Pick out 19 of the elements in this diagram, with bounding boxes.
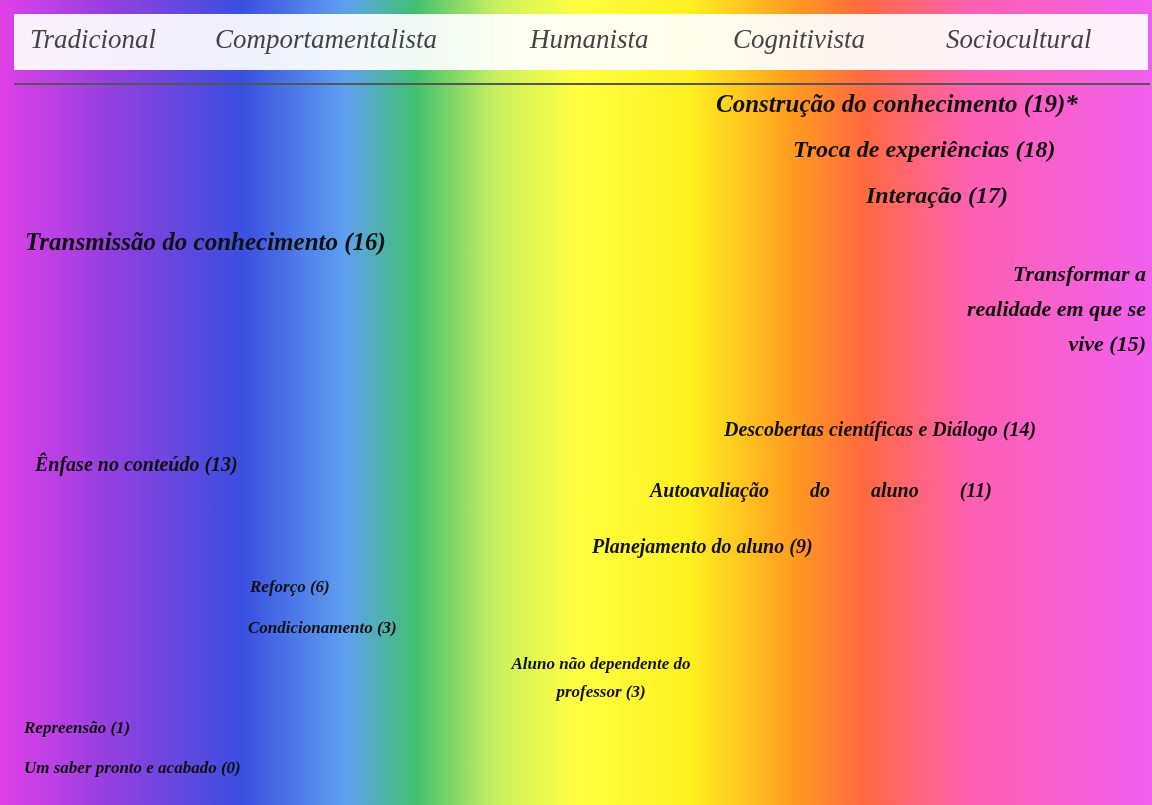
concept-label: Transformar a realidade em que se vive (15) (965, 260, 1146, 358)
concept-label: Troca de experiências (18) (793, 136, 1056, 164)
column-heading: Cognitivista (733, 24, 865, 56)
concept-label: Um saber pronto e acabado (0) (24, 758, 241, 778)
concept-label: Repreensão (1) (24, 718, 131, 738)
concept-label: Transmissão do conhecimento (16) (25, 228, 386, 257)
column-heading: Tradicional (30, 24, 157, 56)
concept-label: Planejamento do aluno (9) (592, 535, 813, 558)
column-heading: Sociocultural (946, 24, 1092, 56)
concept-label: Descobertas científicas e Diálogo (14) (724, 418, 1037, 441)
concept-label: Aluno não dependente do professor (3) (509, 653, 692, 703)
column-heading: Comportamentalista (215, 24, 437, 56)
concept-label: Condicionamento (3) (248, 618, 397, 638)
column-heading: Humanista (530, 24, 649, 56)
concept-label: Autoavaliação do aluno (11) (650, 479, 992, 502)
concept-label: Construção do conhecimento (19)* (716, 90, 1078, 119)
concept-label: Reforço (6) (250, 577, 330, 597)
concept-label: Interação (17) (866, 182, 1008, 210)
concept-label: Ênfase no conteúdo (13) (35, 453, 238, 476)
